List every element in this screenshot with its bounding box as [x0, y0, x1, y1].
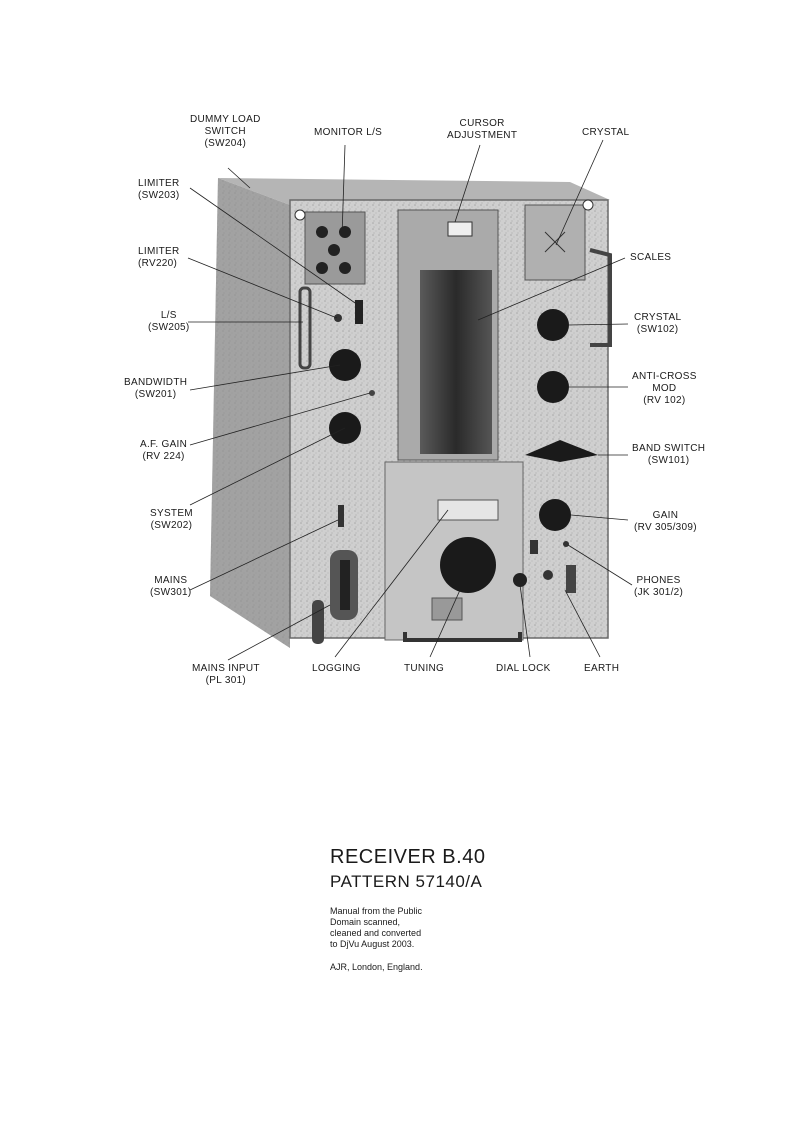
- label-line: LIMITER: [138, 178, 180, 189]
- label-ls-sw205: L/S (SW205): [148, 310, 190, 334]
- label-line: (PL 301): [205, 675, 247, 686]
- label-earth: EARTH: [584, 663, 619, 675]
- label-line: L/S: [160, 310, 177, 321]
- label-cursor-adjustment: CURSOR ADJUSTMENT: [447, 118, 517, 142]
- label-gain: GAIN (RV 305/309): [634, 510, 697, 534]
- label-line: (SW102): [636, 324, 679, 335]
- label-line: SWITCH: [204, 126, 246, 137]
- label-monitor-ls: MONITOR L/S: [314, 127, 382, 139]
- note-line: Manual from the Public: [330, 906, 423, 916]
- label-line: (JK 301/2): [634, 587, 684, 598]
- label-line: BANDWIDTH: [124, 377, 188, 388]
- label-line: LIMITER: [138, 246, 180, 257]
- label-line: ANTI-CROSS: [632, 371, 697, 382]
- label-line: MOD: [652, 383, 677, 394]
- label-line: DUMMY LOAD: [190, 114, 261, 125]
- label-band-switch: BAND SWITCH (SW101): [632, 443, 705, 467]
- label-line: SYSTEM: [150, 508, 193, 519]
- label-anti-cross-mod: ANTI-CROSS MOD (RV 102): [632, 371, 697, 407]
- label-line: TUNING: [404, 663, 445, 674]
- label-line: ADJUSTMENT: [447, 130, 518, 141]
- label-scales: SCALES: [630, 252, 671, 264]
- cabinet-top: [218, 178, 610, 205]
- label-line: SCALES: [630, 252, 672, 263]
- label-logging: LOGGING: [312, 663, 361, 675]
- page-title: RECEIVER B.40: [330, 846, 486, 868]
- label-dummy-load-switch: DUMMY LOAD SWITCH (SW204): [190, 114, 261, 150]
- scan-note: Manual from the Public Domain scanned, c…: [330, 906, 422, 950]
- label-line: MAINS: [154, 575, 188, 586]
- label-line: (SW203): [138, 190, 180, 201]
- label-crystal-top: CRYSTAL: [582, 127, 629, 139]
- label-line: CRYSTAL: [582, 127, 630, 138]
- label-line: BAND SWITCH: [632, 443, 706, 454]
- label-limiter-rv220: LIMITER (RV220): [138, 246, 180, 270]
- page-subtitle: PATTERN 57140/A: [330, 872, 483, 891]
- label-af-gain: A.F. GAIN (RV 224): [140, 439, 187, 463]
- label-phones: PHONES (JK 301/2): [634, 575, 683, 599]
- label-line: GAIN: [652, 510, 679, 521]
- label-line: (SW202): [150, 520, 193, 531]
- label-limiter-sw203: LIMITER (SW203): [138, 178, 180, 202]
- label-line: LOGGING: [312, 663, 361, 674]
- label-line: (SW101): [647, 455, 690, 466]
- label-line: (SW205): [148, 322, 190, 333]
- label-line: (RV220): [138, 258, 178, 269]
- note-line: to DjVu August 2003.: [330, 939, 415, 949]
- label-line: CRYSTAL: [634, 312, 682, 323]
- credit-line: AJR, London, England.: [330, 962, 423, 972]
- label-line: MONITOR L/S: [314, 127, 383, 138]
- label-mains-input: MAINS INPUT (PL 301): [192, 663, 260, 687]
- label-line: DIAL LOCK: [496, 663, 551, 674]
- label-line: CURSOR: [459, 118, 505, 129]
- label-mains: MAINS (SW301): [150, 575, 192, 599]
- label-tuning: TUNING: [404, 663, 444, 675]
- label-line: EARTH: [584, 663, 620, 674]
- label-system: SYSTEM (SW202): [150, 508, 193, 532]
- label-line: (SW204): [204, 138, 247, 149]
- label-line: (RV 224): [142, 451, 185, 462]
- receiver-illustration: [187, 139, 633, 661]
- label-line: (SW301): [150, 587, 192, 598]
- label-line: (RV 102): [643, 395, 686, 406]
- label-dial-lock: DIAL LOCK: [496, 663, 551, 675]
- note-line: Domain scanned,: [330, 917, 401, 927]
- label-crystal-sw102: CRYSTAL (SW102): [634, 312, 681, 336]
- label-line: MAINS INPUT: [192, 663, 260, 674]
- label-bandwidth: BANDWIDTH (SW201): [124, 377, 187, 401]
- label-line: A.F. GAIN: [140, 439, 188, 450]
- label-line: (RV 305/309): [634, 522, 697, 533]
- label-line: (SW201): [134, 389, 177, 400]
- label-line: PHONES: [636, 575, 681, 586]
- note-line: cleaned and converted: [330, 928, 422, 938]
